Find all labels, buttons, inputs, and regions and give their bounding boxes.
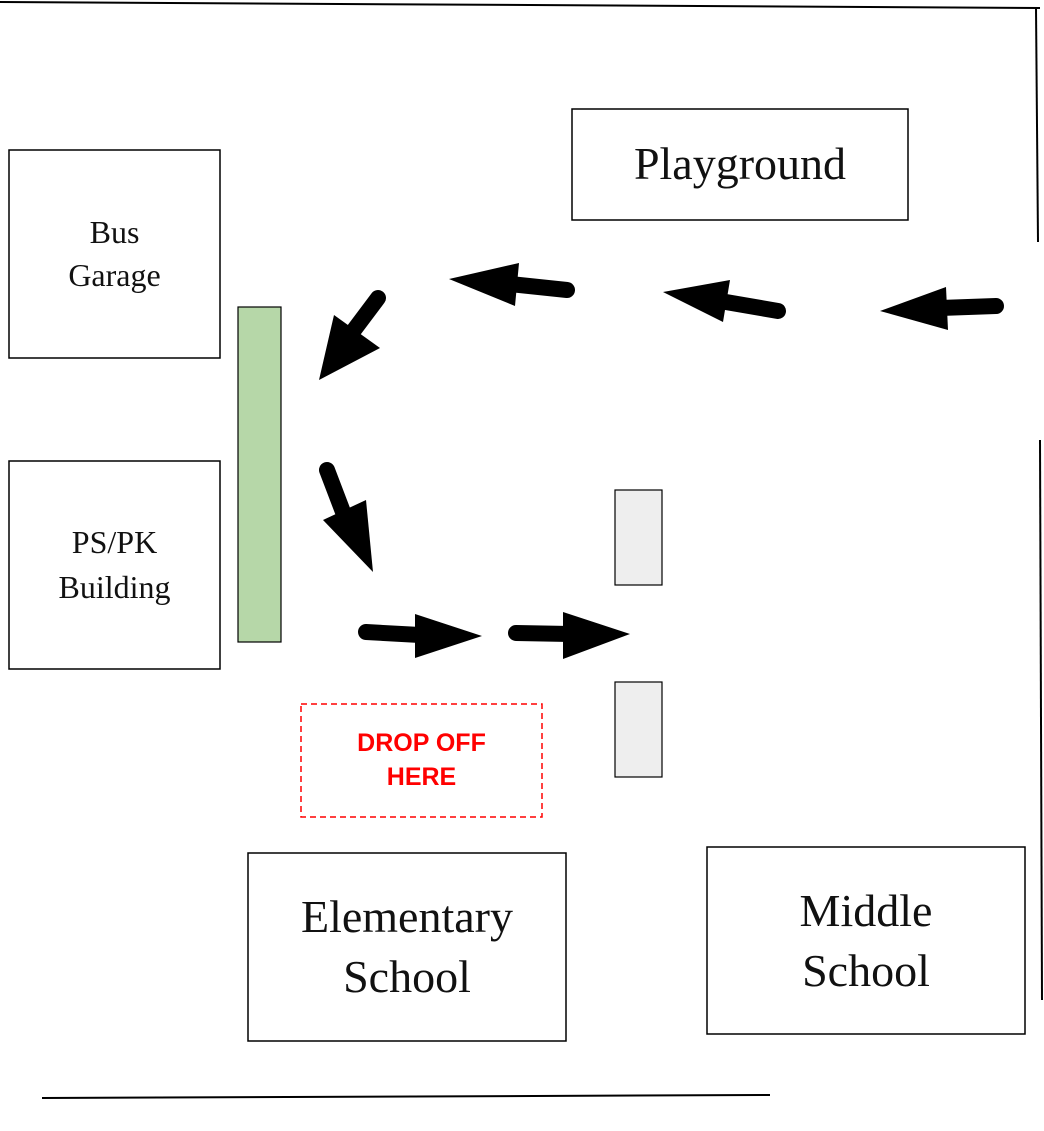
arrow-6-east	[358, 614, 482, 658]
property-line-right-upper	[1035, 7, 1039, 243]
arrow-2-west	[663, 280, 786, 322]
playground-box	[571, 108, 909, 221]
property-line-top	[0, 1, 1041, 9]
elementary-school-box	[247, 852, 567, 1042]
arrow-4-southwest	[319, 290, 386, 380]
green-curb-strip	[237, 306, 282, 643]
bus-garage-box	[8, 149, 221, 359]
ps-pk-building-box	[8, 460, 221, 670]
middle-school-box	[706, 846, 1026, 1035]
arrow-5-south	[319, 462, 373, 572]
property-line-bottom	[41, 1094, 771, 1099]
gray-marker-upper	[614, 489, 663, 586]
property-line-right-lower	[1039, 439, 1043, 1001]
arrow-3-west	[449, 263, 575, 306]
arrow-1-entry	[880, 287, 1004, 330]
arrow-7-east	[508, 612, 630, 659]
gray-marker-lower	[614, 681, 663, 778]
drop-off-zone	[300, 703, 543, 818]
